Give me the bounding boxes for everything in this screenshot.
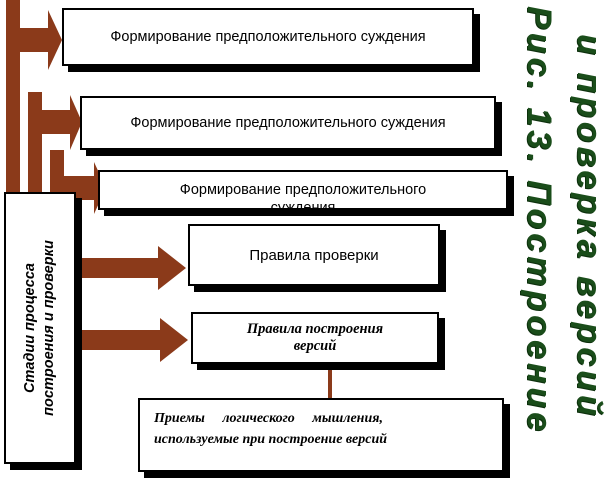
arrow-head [48,10,62,70]
top-judgement-box-2: Формирование предположительного суждения [80,96,496,150]
rules-build-box: Правила построения версий [191,312,439,364]
arrow-shaft [42,110,72,134]
methods-box: Приемы логического мышления, используемы… [138,398,504,472]
top-judgement-box-3: Формирование предположительного суждения [98,170,508,210]
top-judgement-text-2: Формирование предположительного суждения [130,115,446,131]
stage-label: Стадии процесса построения и проверки [22,240,57,416]
figure-caption-col2: и проверка версий [570,34,607,420]
arrow-right [76,318,188,362]
arrow-bar [50,150,64,195]
rules-check-text: Правила проверки [249,246,379,264]
top-judgement-text-1: Формирование предположительного суждения [110,29,426,45]
arrow-bar [6,0,20,195]
rules-check-box: Правила проверки [188,224,440,286]
arrow-head [70,95,82,150]
arrow-shaft [20,28,50,52]
top-judgement-box-1: Формирование предположительного суждения [62,8,474,66]
arrow-bar [28,92,42,195]
arrow-right [76,246,186,290]
top-judgement-text-3: Формирование предположительного суждения [179,182,427,210]
arrow-double [325,364,335,404]
stage-box: Стадии процесса построения и проверки [4,192,76,464]
figure-caption-col1: Рис. 13. Построение [520,6,558,435]
